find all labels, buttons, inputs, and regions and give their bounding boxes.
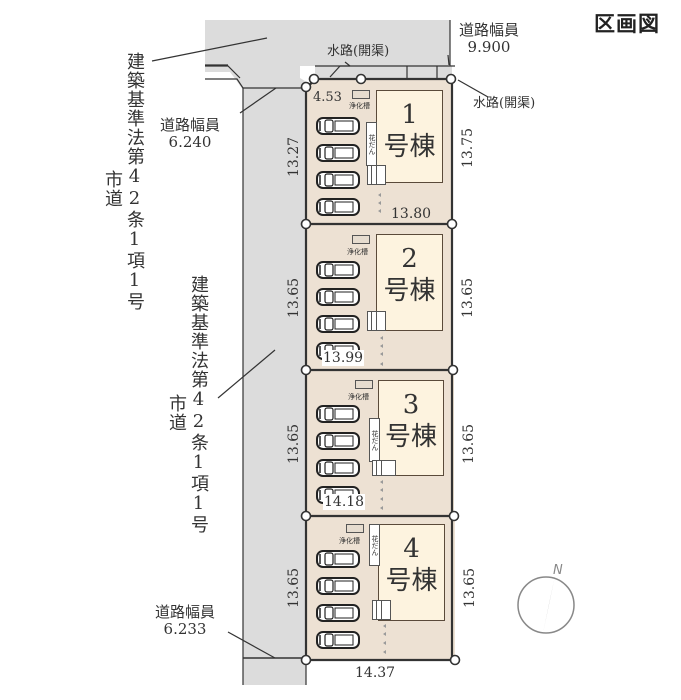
north-road-label: 道路幅員 9.900 xyxy=(459,22,519,56)
septic-tank-label: 浄化槽 xyxy=(339,537,360,545)
city-road-label-mid: 建築基準法第42条1項1号 xyxy=(188,275,209,534)
walkway-markers xyxy=(378,193,386,654)
entrance-steps-icon xyxy=(367,311,386,331)
road-width-label: 道路幅員 xyxy=(155,603,216,621)
waterway-strip xyxy=(315,66,452,79)
lot-1-right-dim: 13.75 xyxy=(460,127,477,169)
parking-car-icon xyxy=(316,405,360,423)
waterway-right-label: 水路(開渠) xyxy=(473,96,536,111)
house-number: 1 xyxy=(401,100,418,130)
septic-tank-label: 浄化槽 xyxy=(349,102,370,110)
lot-2-left-dim: 13.65 xyxy=(286,277,303,319)
parking-car-icon xyxy=(316,171,360,189)
lot-1-left-dim: 13.27 xyxy=(286,136,303,178)
entrance-steps-icon xyxy=(367,165,386,185)
septic-tank-icon xyxy=(355,380,373,389)
city-road-side-top: 市道 xyxy=(102,170,123,208)
house-2[interactable]: 2 号棟 xyxy=(376,234,443,331)
lot-1-bottom-dim: 13.80 xyxy=(391,206,432,222)
parking-car-icon xyxy=(316,604,360,622)
parking-car-icon xyxy=(316,432,360,450)
lot-3-bottom-dim: 14.18 xyxy=(323,494,366,510)
lot-1-top-dim: 4.53 xyxy=(313,90,342,105)
waterway-top-label: 水路(開渠) xyxy=(327,44,390,59)
road-width-label: 道路幅員 xyxy=(160,116,221,134)
parking-car-icon xyxy=(316,550,360,568)
compass-north-label: N xyxy=(553,563,563,578)
house-label: 号棟 xyxy=(385,566,438,596)
leader-line-city-road-top xyxy=(151,37,268,62)
entrance-steps-icon xyxy=(372,600,391,620)
compass-icon xyxy=(517,576,575,634)
septic-tank-icon xyxy=(352,235,370,244)
road-width-value: 6.233 xyxy=(163,620,207,638)
parking-car-icon xyxy=(316,261,360,279)
west-road-bottom-label: 道路幅員 6.233 xyxy=(155,604,215,638)
parking-car-icon xyxy=(316,117,360,135)
parking-car-icon xyxy=(316,577,360,595)
city-road-side-mid: 市道 xyxy=(166,394,187,432)
leader-line-city-road-mid xyxy=(217,349,276,399)
city-road-label-top: 建築基準法第42条1項1号 xyxy=(124,52,145,311)
lot-2-right-dim: 13.65 xyxy=(460,277,477,319)
lot-4-right-dim: 13.65 xyxy=(462,567,479,609)
road-width-value: 6.240 xyxy=(168,133,212,151)
house-label: 号棟 xyxy=(384,422,437,452)
west-road-bottom-area xyxy=(243,655,306,685)
west-road-top-label: 道路幅員 6.240 xyxy=(160,117,220,151)
boundary-markers xyxy=(300,73,461,666)
house-label: 号棟 xyxy=(383,276,436,306)
parking-car-icon xyxy=(316,144,360,162)
parking-car-icon xyxy=(316,198,360,216)
parking-car-icon xyxy=(316,459,360,477)
house-label: 号棟 xyxy=(383,132,436,162)
house-number: 2 xyxy=(401,244,418,274)
road-width-value: 9.900 xyxy=(467,38,511,56)
septic-tank-label: 浄化槽 xyxy=(348,393,369,401)
lot-4-bottom-dim: 14.37 xyxy=(355,665,396,681)
parking-car-icon xyxy=(316,288,360,306)
flower-bed: 花だん xyxy=(369,524,380,566)
lot-3-right-dim: 13.65 xyxy=(461,423,478,465)
entrance-steps-icon xyxy=(372,460,396,476)
lot-4-left-dim: 13.65 xyxy=(286,567,303,609)
leader-line-road-6233 xyxy=(227,631,276,659)
house-number: 4 xyxy=(403,534,420,564)
house-number: 3 xyxy=(402,390,420,420)
dim-value: 13.99 xyxy=(322,350,365,366)
north-road-area xyxy=(205,20,450,66)
leader-line-waterway-right xyxy=(457,79,489,98)
road-width-label: 道路幅員 xyxy=(459,21,520,39)
house-1[interactable]: 1 号棟 xyxy=(376,90,443,183)
septic-tank-label: 浄化槽 xyxy=(347,248,368,256)
dim-value: 14.18 xyxy=(323,494,366,510)
lot-2-bottom-dim: 13.99 xyxy=(322,350,365,366)
flower-bed: 花だん xyxy=(366,122,377,166)
leader-line-road-6240 xyxy=(239,87,277,114)
septic-tank-icon xyxy=(346,524,364,533)
page-title: 区画図 xyxy=(594,12,660,36)
lot-3-left-dim: 13.65 xyxy=(286,423,303,465)
flower-bed: 花だん xyxy=(369,418,380,462)
parking-car-icon xyxy=(316,315,360,333)
septic-tank-icon xyxy=(352,90,370,99)
parking-car-icon xyxy=(316,631,360,649)
west-road-area xyxy=(205,66,310,660)
